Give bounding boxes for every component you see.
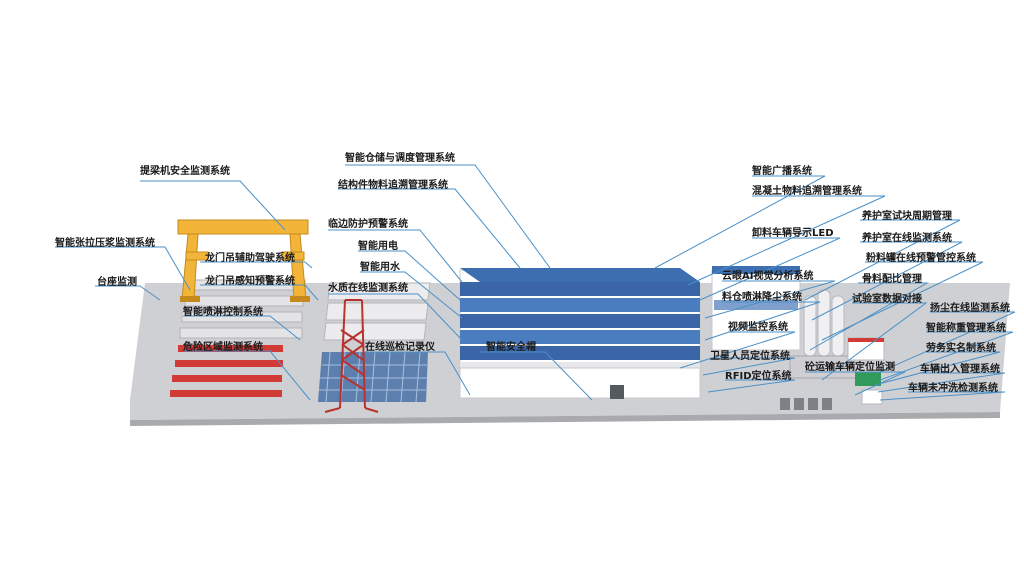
label-rfid: RFID定位系统 [725, 371, 792, 382]
label-tiliangji: 提梁机安全监测系统 [140, 166, 230, 177]
label-churu: 车辆出入管理系统 [920, 364, 1000, 375]
label-guangbo: 智能广播系统 [752, 166, 812, 177]
leader-lines [55, 164, 1016, 401]
label-yangchen: 扬尘在线监测系统 [930, 303, 1010, 314]
ground-edge [130, 412, 1000, 426]
red-gantry-crane [324, 299, 379, 413]
label-hunningtu: 混凝土物料追溯管理系统 [752, 186, 862, 197]
yellow-gantry-crane [177, 219, 310, 302]
label-shuizhi: 水质在线监测系统 [328, 283, 408, 294]
label-fenliaoguan: 粉料罐在线预警管控系统 [866, 253, 976, 264]
label-yanghu-zhouqi: 养护室试块周期管理 [862, 211, 952, 222]
trucks [780, 398, 832, 410]
label-yanghu-zaixian: 养护室在线监测系统 [862, 233, 952, 244]
label-chengzhong: 智能称重管理系统 [926, 323, 1006, 334]
label-weixian: 危险区域监测系统 [183, 342, 263, 353]
label-yongshui: 智能用水 [360, 262, 400, 273]
main-warehouse [459, 268, 701, 399]
label-anquanmao: 智能安全帽 [486, 342, 536, 353]
label-liaocang: 料仓喷淋降尘系统 [722, 292, 802, 303]
label-yunyan: 云眼AI视觉分析系统 [722, 271, 814, 282]
label-laowu: 劳务实名制系统 [926, 343, 996, 354]
label-guliao: 骨料配比管理 [862, 274, 922, 285]
label-shiyanshi: 试验室数据对接 [852, 294, 922, 305]
label-jiegoujian: 结构件物料追溯管理系统 [338, 180, 448, 191]
label-chongxi: 车辆未冲洗检测系统 [908, 383, 998, 394]
label-taizuo: 台座监测 [97, 277, 137, 288]
label-xunjian: 在线巡检记录仪 [365, 342, 435, 353]
label-linbian: 临边防护预警系统 [328, 219, 408, 230]
office-blocks [847, 337, 885, 405]
label-penlin: 智能喷淋控制系统 [183, 307, 263, 318]
rebar-grid [318, 351, 428, 403]
label-longmen-fuzhu: 龙门吊辅助驾驶系统 [205, 253, 295, 264]
label-longmen-ganzhi: 龙门吊感知预警系统 [205, 276, 295, 287]
label-cangchu: 智能仓储与调度管理系统 [345, 153, 455, 164]
label-weixing: 卫星人员定位系统 [710, 351, 790, 362]
label-shipin: 视频监控系统 [728, 322, 788, 333]
label-xieliao: 卸料车辆导示LED [752, 228, 834, 239]
label-chelian: 砼运输车辆定位监测 [805, 362, 895, 373]
precast-units [323, 282, 431, 341]
label-zhangla: 智能张拉压浆监测系统 [55, 238, 155, 249]
label-yongdian: 智能用电 [358, 241, 398, 252]
